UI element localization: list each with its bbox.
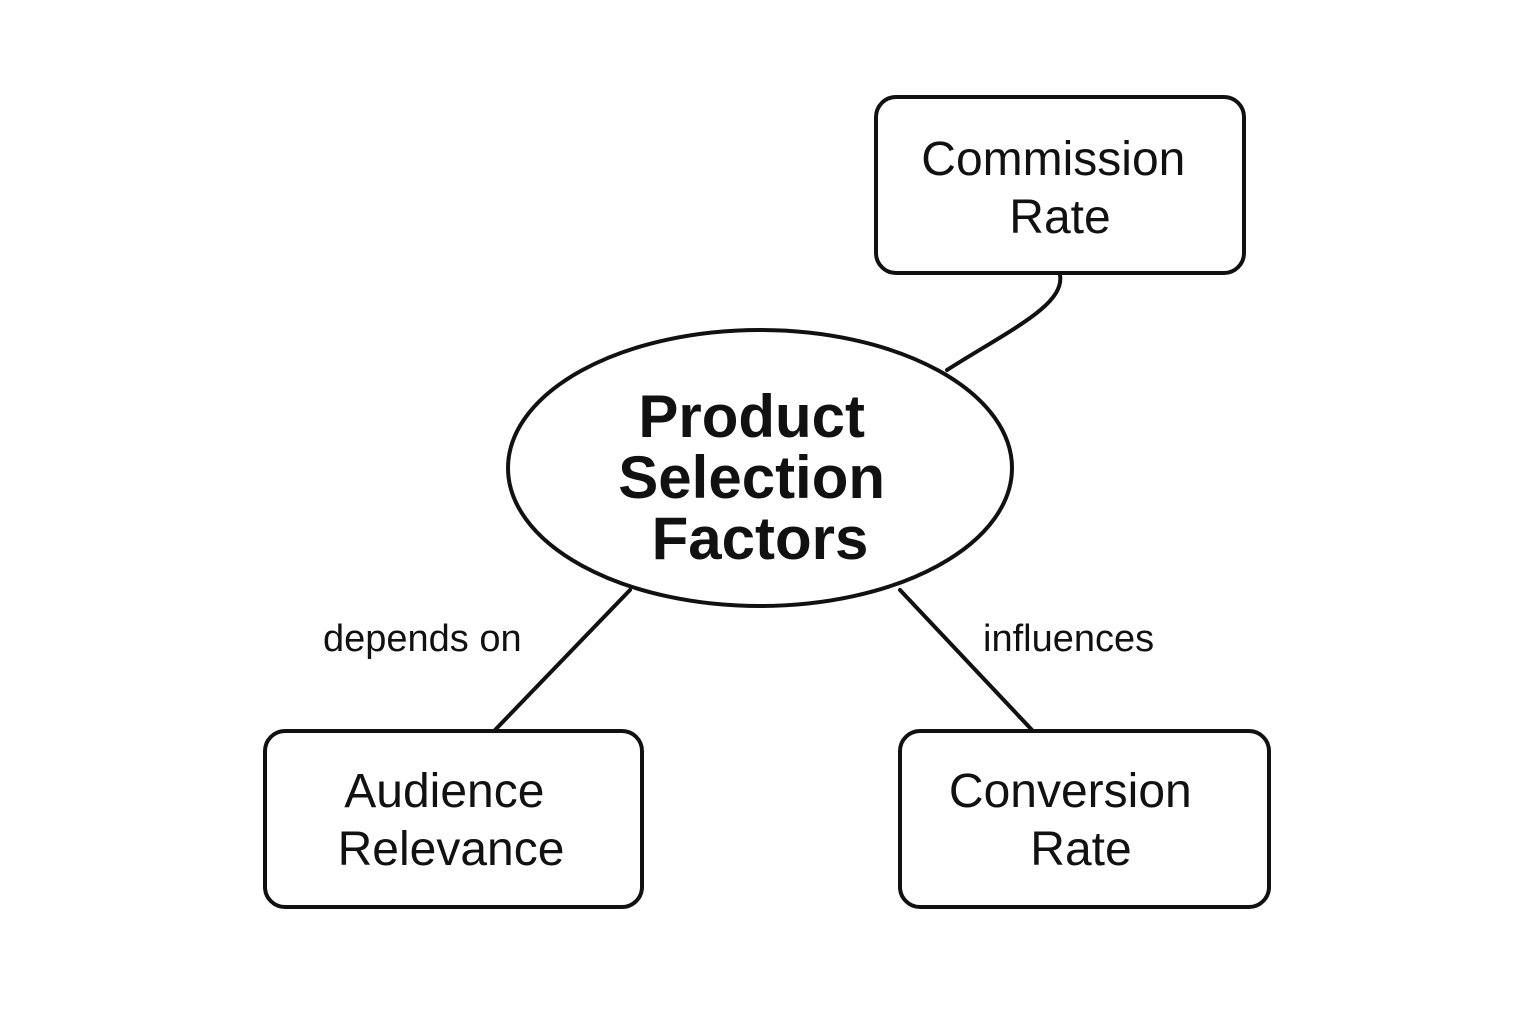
audience-relevance-label: Audience Relevance	[338, 765, 565, 876]
commission-rate-line-1: Commission	[921, 133, 1185, 186]
audience-relevance-node	[263, 729, 644, 909]
commission-rate-label: Commission Rate	[921, 133, 1198, 244]
center-node	[506, 328, 1014, 608]
commission-rate-node	[874, 95, 1246, 275]
edge-label-influences: influences	[983, 618, 1154, 660]
connector-audience	[493, 588, 632, 732]
center-node-label: Product Selection Factors	[618, 383, 901, 572]
commission-rate-line-2: Rate	[1009, 191, 1110, 244]
audience-relevance-line-2: Relevance	[338, 823, 565, 876]
conversion-rate-label: Conversion Rate	[949, 765, 1205, 876]
audience-relevance-line-1: Audience	[344, 765, 544, 818]
center-node-line-1: Product	[638, 383, 865, 450]
center-node-line-3: Factors	[652, 505, 869, 572]
connector-commission	[945, 273, 1063, 372]
conversion-rate-line-2: Rate	[1030, 823, 1131, 876]
conversion-rate-line-1: Conversion	[949, 765, 1192, 818]
connector-conversion	[898, 588, 1034, 732]
edge-label-depends-on: depends on	[323, 618, 522, 660]
conversion-rate-node	[898, 729, 1271, 909]
center-node-line-2: Selection	[618, 444, 885, 511]
